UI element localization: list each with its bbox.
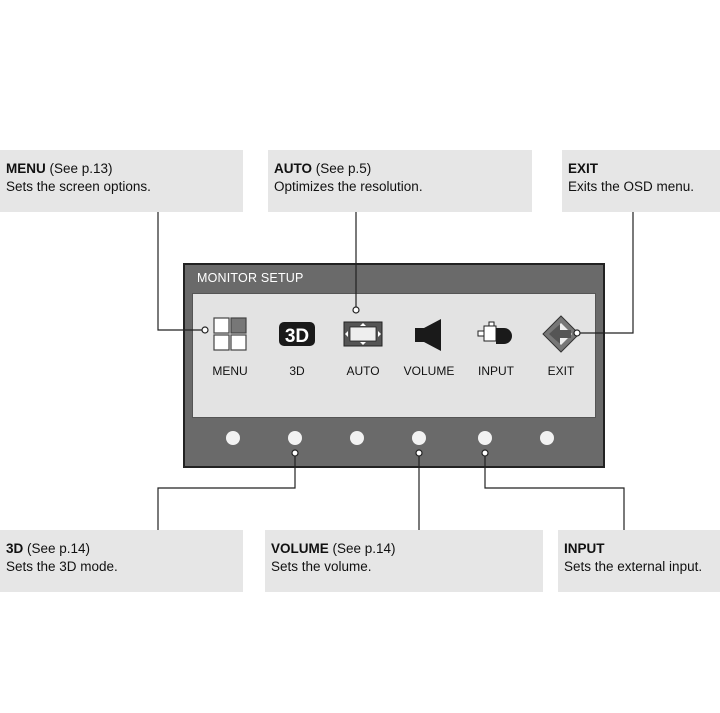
menu-grid-icon: [213, 317, 247, 351]
leader-line-exit: [577, 212, 634, 334]
osd-label-exit: EXIT: [547, 364, 575, 378]
monitor-button-input[interactable]: [478, 431, 492, 445]
callout-input-name: INPUT: [564, 541, 605, 556]
monitor-button-volume[interactable]: [412, 431, 426, 445]
leader-line-3d: [157, 453, 296, 530]
auto-icon: [343, 321, 383, 347]
callout-volume-desc: Sets the volume.: [271, 559, 372, 574]
osd-menu-panel: MENU 3D 3D AUTO VO: [192, 293, 596, 418]
leader-endpoint-auto: [352, 306, 360, 314]
callout-volume: VOLUME (See p.14) Sets the volume.: [265, 530, 543, 592]
callout-input: INPUT Sets the external input.: [558, 530, 720, 592]
callout-volume-name: VOLUME: [271, 541, 329, 556]
input-plug-icon: [477, 321, 512, 344]
osd-label-3d: 3D: [289, 364, 305, 378]
monitor-button-auto[interactable]: [350, 431, 364, 445]
monitor-button-menu[interactable]: [226, 431, 240, 445]
leader-endpoint-3d: [291, 449, 299, 457]
osd-label-volume: VOLUME: [403, 364, 455, 378]
3d-icon: 3D: [279, 322, 315, 347]
osd-label-input: INPUT: [478, 364, 514, 378]
leader-endpoint-volume: [415, 449, 423, 457]
callout-menu-desc: Sets the screen options.: [6, 179, 151, 194]
callout-menu-name: MENU: [6, 161, 46, 176]
callout-menu: MENU (See p.13) Sets the screen options.: [0, 150, 243, 212]
speaker-icon: [415, 319, 441, 351]
callout-menu-ref: (See p.13): [45, 161, 113, 176]
monitor-title: MONITOR SETUP: [197, 271, 304, 285]
osd-label-auto: AUTO: [346, 364, 380, 378]
exit-arrow-icon: [542, 315, 580, 353]
leader-line-input: [484, 453, 625, 530]
callout-volume-ref: (See p.14): [328, 541, 396, 556]
osd-item-volume[interactable]: VOLUME: [396, 314, 462, 378]
callout-exit: EXIT Exits the OSD menu.: [562, 150, 720, 212]
osd-item-input[interactable]: INPUT: [463, 314, 529, 378]
leader-endpoint-menu: [201, 326, 209, 334]
callout-3d: 3D (See p.14) Sets the 3D mode.: [0, 530, 243, 592]
callout-auto-desc: Optimizes the resolution.: [274, 179, 423, 194]
osd-item-3d[interactable]: 3D 3D: [264, 314, 330, 378]
callout-auto: AUTO (See p.5) Optimizes the resolution.: [268, 150, 532, 212]
callout-exit-desc: Exits the OSD menu.: [568, 179, 695, 194]
callout-exit-name: EXIT: [568, 161, 599, 176]
osd-item-exit[interactable]: EXIT: [528, 314, 594, 378]
callout-auto-name: AUTO: [274, 161, 313, 176]
monitor-osd-window: MONITOR SETUP MENU 3D 3D: [183, 263, 605, 468]
callout-3d-name: 3D: [6, 541, 24, 556]
leader-endpoint-exit: [573, 329, 581, 337]
monitor-button-exit[interactable]: [540, 431, 554, 445]
callout-3d-ref: (See p.14): [23, 541, 91, 556]
monitor-button-3d[interactable]: [288, 431, 302, 445]
leader-line-menu: [157, 212, 205, 331]
callout-3d-desc: Sets the 3D mode.: [6, 559, 118, 574]
osd-label-menu: MENU: [212, 364, 248, 378]
callout-auto-ref: (See p.5): [312, 161, 372, 176]
callout-input-desc: Sets the external input.: [564, 559, 703, 574]
osd-item-auto[interactable]: AUTO: [330, 314, 396, 378]
osd-item-menu[interactable]: MENU: [197, 314, 263, 378]
leader-endpoint-input: [481, 449, 489, 457]
svg-text:3D: 3D: [285, 326, 309, 347]
